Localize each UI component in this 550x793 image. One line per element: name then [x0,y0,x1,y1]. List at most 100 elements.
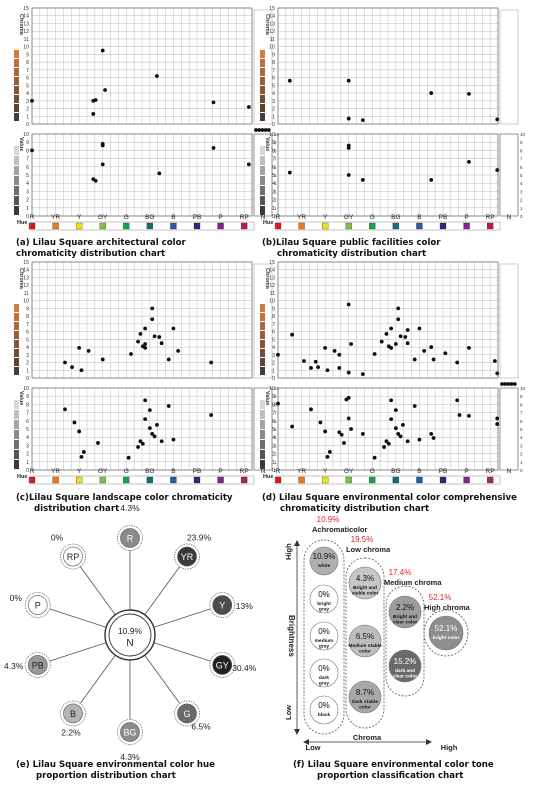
hue-swatch [146,476,154,484]
value-point [467,159,471,164]
high-chroma-percent: 52.1% [429,593,452,602]
chroma-point [176,349,181,353]
hue-tick-label: Y [77,214,82,221]
chroma-point [422,349,427,353]
hue-swatch [75,476,83,484]
chroma-axis-arrow-left [303,739,309,745]
value-tick-label: 1 [26,460,29,466]
neutral-chroma-frame [499,263,519,379]
value-tick-label: 0 [272,214,275,220]
chroma-point [100,48,105,53]
hue-circle-label: B [70,709,76,719]
chroma-scale-swatch [14,95,19,103]
chroma-scale-swatch [260,304,265,312]
value-scale-swatch [260,176,265,185]
chroma-scale-swatch [260,77,265,85]
value-scale-swatch [260,420,265,429]
hue-tick-label: BG [145,468,154,475]
neutral-tick-label: 0 [274,468,277,473]
hue-circle [27,655,48,675]
hue-circle-label: Y [219,601,225,611]
chroma-point [93,98,98,102]
neutral-point [263,128,268,132]
value-scale-swatch [14,156,19,165]
value-tick-label: 9 [26,394,29,400]
high-chroma-group-outline [423,609,469,657]
hue-swatch [392,222,400,230]
hue-swatch [52,222,59,230]
value-point [77,429,82,434]
chroma-point [287,78,292,83]
chroma-tick-label: 5 [26,83,29,89]
value-tick-label: 0 [272,468,275,474]
chroma-scale-swatch [260,322,265,330]
chroma-tick-label: 6 [26,330,29,336]
value-point [126,455,131,460]
hue-tick-label: G [370,214,375,221]
chroma-point [349,342,353,346]
hue-percent-label: 4.3% [120,752,140,762]
chroma-point [455,360,460,365]
chroma-tick-label: 2 [26,361,29,367]
neutral-label: N [507,468,512,475]
value-scale-swatch [14,166,19,175]
chroma-scale-swatch [260,113,265,121]
chroma-point [396,306,401,311]
neutral-tick-label: 8 [274,148,277,153]
chroma-point [443,351,448,356]
brightness-low-label: Low [284,705,293,720]
chroma-tick-label: 15 [23,6,29,12]
chroma-point [492,359,497,363]
neutral-tick-label: 9 [274,140,277,145]
value-tick-label: 7 [272,411,275,417]
value-scale-swatch [14,186,19,195]
value-tick-label: 8 [26,402,29,408]
chroma-point [346,370,351,375]
hue-circle [120,528,140,548]
chroma-tick-label: 12 [23,283,29,289]
value-point [372,455,377,460]
caption-a-line2: chromaticity distribution chart [16,248,166,259]
hue-spoke [143,565,181,616]
hue-tick-label: PB [439,214,448,221]
value-point [346,395,351,400]
chroma-tick-label: 4 [26,345,29,351]
chroma-tick-label: 9 [272,52,275,58]
hue-percent-label: 4.3% [4,661,24,671]
chroma-point [166,357,171,362]
value-tick-label: 1 [26,206,29,212]
chroma-tick-label: 7 [272,68,275,74]
hue-tick-label: P [464,468,468,475]
chroma-tick-label: 9 [26,306,29,312]
hue-tick-label: P [218,214,222,221]
value-axis-label: Value [18,137,24,151]
hue-swatch [193,476,201,484]
tone-name: white [317,563,331,569]
tone-name: gray [319,644,329,650]
chroma-tick-label: 3 [26,99,29,105]
achromatic-title: Achromaticolor [312,525,368,534]
tone-name: bright color [433,635,460,641]
value-point [429,178,434,182]
neutral-tick-label: 3 [520,189,523,194]
neutral-tick-label: 3 [520,443,523,448]
hue-swatch-bar [29,221,255,231]
hue-tick-label: Y [77,468,82,475]
chroma-tick-label: 11 [270,37,275,43]
hue-circle [120,722,140,742]
neutral-label: N [261,214,266,221]
value-axis-label: Value [264,137,270,151]
chroma-scale-swatch [14,322,19,330]
value-tick-label: 3 [272,443,275,449]
hue-spoke [79,565,117,616]
neutral-tick-label: 6 [520,165,523,170]
value-point [100,162,105,167]
value-point [323,429,328,434]
scatter-panel-b: 0123456789101112131415012345678910Chroma… [260,6,526,231]
value-point [143,417,148,422]
neutral-column-frame [499,387,519,471]
chroma-tick-label: 5 [272,83,275,89]
chroma-scale-swatch [14,349,19,357]
chroma-tick-label: 9 [272,306,275,312]
